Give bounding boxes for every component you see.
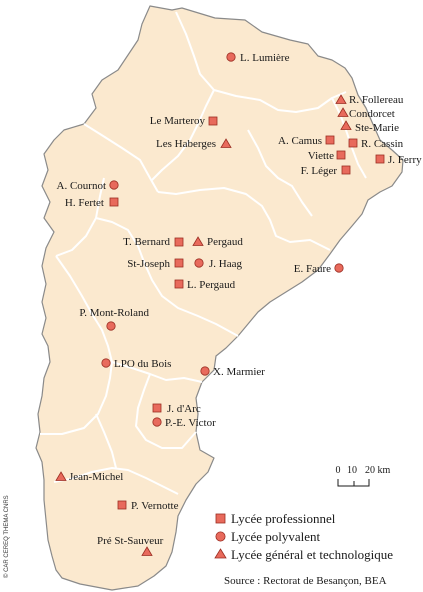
school-label: J. Haag: [209, 258, 242, 270]
region-outline: [35, 5, 404, 591]
school-vernotte[interactable]: P. Vernotte: [117, 500, 179, 512]
professionnel-symbol-icon: [109, 197, 119, 207]
school-label: Pergaud: [207, 236, 243, 248]
professionnel-symbol-icon: [325, 135, 335, 145]
school-bernard[interactable]: T. Bernard: [123, 236, 184, 248]
school-leger[interactable]: F. Léger: [301, 165, 351, 177]
school-l-pergaud[interactable]: L. Pergaud: [174, 279, 236, 291]
scale-label-20: 20 km: [365, 465, 391, 476]
scale-label-0: 0: [336, 465, 341, 476]
school-fertet[interactable]: H. Fertet: [65, 197, 119, 209]
school-faure[interactable]: E. Faure: [294, 263, 344, 275]
polyvalent-symbol-icon: [226, 52, 236, 62]
school-marmier[interactable]: X. Marmier: [200, 366, 265, 378]
schools-layer: L. Lumière R. Follereau Condorcet Ste-Ma…: [55, 52, 422, 556]
polyvalent-symbol-icon: [334, 263, 344, 273]
legend-professionnel-label: Lycée professionnel: [231, 511, 336, 526]
school-label: St-Joseph: [127, 258, 170, 270]
professionnel-symbol-icon: [348, 138, 358, 148]
legend-polyvalent-icon: [215, 531, 226, 542]
school-label: P. Vernotte: [131, 500, 179, 512]
polyvalent-symbol-icon: [152, 417, 162, 427]
school-label: X. Marmier: [213, 366, 265, 378]
school-label: F. Léger: [301, 165, 338, 177]
general-symbol-icon: [220, 138, 232, 148]
professionnel-symbol-icon: [336, 150, 346, 160]
school-label: R. Follereau: [349, 94, 404, 106]
general-symbol-icon: [55, 471, 67, 481]
school-label: Les Haberges: [156, 138, 216, 150]
school-mont-roland[interactable]: P. Mont-Roland: [79, 307, 149, 331]
legend-polyvalent-label: Lycée polyvalent: [231, 529, 321, 544]
school-ferry[interactable]: J. Ferry: [375, 154, 422, 166]
legend-professionnel-icon: [215, 513, 226, 524]
school-label: L. Lumière: [240, 52, 290, 64]
school-label: T. Bernard: [123, 236, 170, 248]
school-label: Pré St-Sauveur: [97, 535, 164, 547]
source-text: Source : Rectorat de Besançon, BEA: [224, 575, 387, 587]
polyvalent-symbol-icon: [101, 358, 111, 368]
school-label: LPO du Bois: [114, 358, 171, 370]
professionnel-symbol-icon: [174, 237, 184, 247]
school-haag[interactable]: J. Haag: [194, 258, 243, 270]
school-st-sauveur[interactable]: Pré St-Sauveur: [97, 535, 164, 556]
professionnel-symbol-icon: [174, 279, 184, 289]
school-follereau[interactable]: R. Follereau: [335, 94, 404, 106]
school-lpo-bois[interactable]: LPO du Bois: [101, 358, 172, 370]
school-label: P. Mont-Roland: [79, 307, 149, 319]
school-label: Ste-Marie: [355, 122, 399, 134]
school-label: J. d'Arc: [167, 403, 201, 415]
polyvalent-symbol-icon: [200, 366, 210, 376]
school-viette[interactable]: Viette: [308, 150, 346, 162]
school-condorcet[interactable]: Condorcet: [337, 107, 395, 120]
general-symbol-icon: [335, 94, 347, 104]
school-label: A. Camus: [278, 135, 322, 147]
school-pergaud[interactable]: Pergaud: [192, 236, 243, 248]
zone-boundaries: [40, 11, 367, 495]
school-victor[interactable]: P.-E. Victor: [152, 417, 216, 429]
school-marteroy[interactable]: Le Marteroy: [150, 115, 218, 127]
general-symbol-icon: [141, 546, 153, 556]
school-cassin[interactable]: R. Cassin: [348, 138, 404, 150]
professionnel-symbol-icon: [341, 165, 351, 175]
school-label: P.-E. Victor: [165, 417, 216, 429]
school-haberges[interactable]: Les Haberges: [156, 138, 232, 150]
professionnel-symbol-icon: [375, 154, 385, 164]
school-label: Le Marteroy: [150, 115, 206, 127]
school-darc[interactable]: J. d'Arc: [152, 403, 201, 415]
scale-label-10: 10: [347, 465, 357, 476]
legend-general-icon: [214, 548, 227, 559]
general-symbol-icon: [340, 120, 352, 130]
credit-text: © CAR CEREQ THEMA CNRS: [3, 495, 10, 578]
school-ste-marie[interactable]: Ste-Marie: [340, 120, 399, 134]
school-lumiere[interactable]: L. Lumière: [226, 52, 290, 64]
professionnel-symbol-icon: [208, 116, 218, 126]
scale-bar: 0 10 20 km: [336, 465, 391, 487]
legend-general-label: Lycée général et technologique: [231, 547, 393, 562]
school-label: R. Cassin: [361, 138, 404, 150]
school-label: E. Faure: [294, 263, 331, 275]
legend: Lycée professionnel Lycée polyvalent Lyc…: [214, 511, 393, 562]
professionnel-symbol-icon: [152, 403, 162, 413]
school-camus[interactable]: A. Camus: [278, 135, 335, 147]
professionnel-symbol-icon: [117, 500, 127, 510]
school-st-joseph[interactable]: St-Joseph: [127, 258, 184, 270]
school-label: Jean-Michel: [69, 471, 123, 483]
school-label: Condorcet: [349, 108, 395, 120]
school-label: H. Fertet: [65, 197, 104, 209]
polyvalent-symbol-icon: [194, 258, 204, 268]
school-label: Viette: [308, 150, 334, 162]
polyvalent-symbol-icon: [106, 321, 116, 331]
school-label: L. Pergaud: [187, 279, 236, 291]
school-jean-michel[interactable]: Jean-Michel: [55, 471, 123, 483]
polyvalent-symbol-icon: [109, 180, 119, 190]
school-label: A. Cournot: [57, 180, 107, 192]
general-symbol-icon: [192, 236, 204, 246]
professionnel-symbol-icon: [174, 258, 184, 268]
school-label: J. Ferry: [388, 154, 422, 166]
school-cournot[interactable]: A. Cournot: [57, 180, 119, 192]
general-symbol-icon: [337, 107, 349, 117]
